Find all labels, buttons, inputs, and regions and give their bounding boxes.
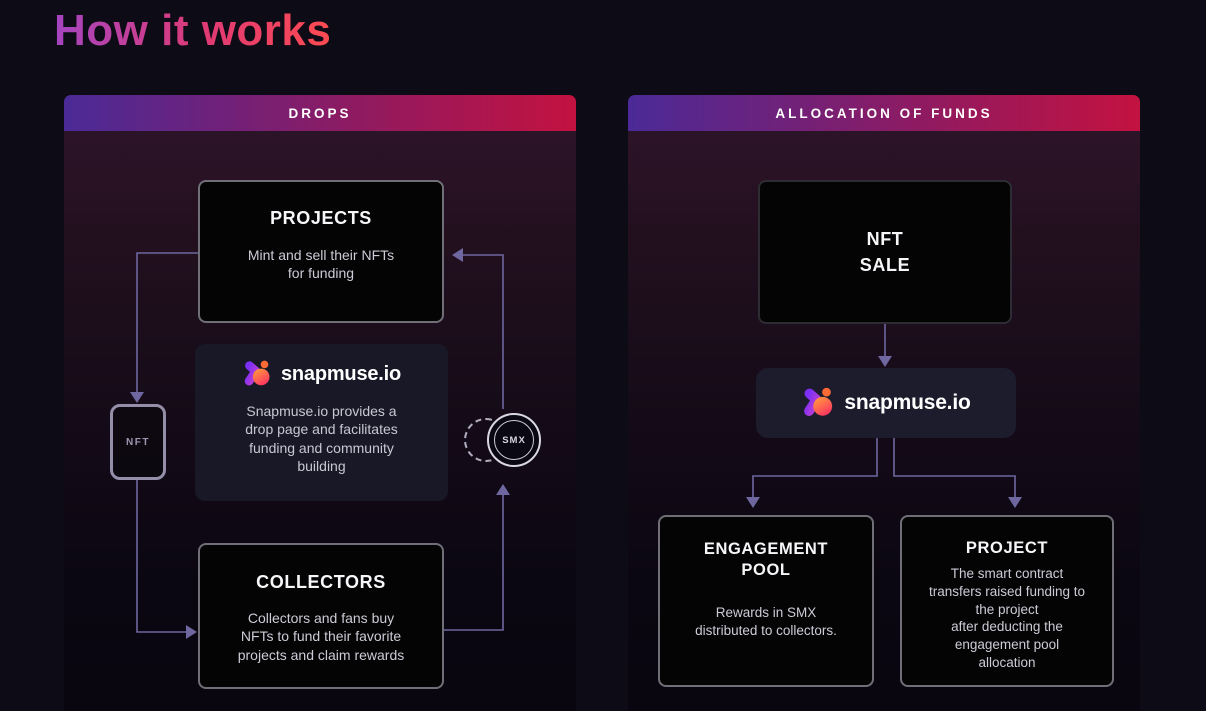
smx-coin-label: SMX: [502, 434, 526, 446]
collectors-title: COLLECTORS: [256, 572, 386, 592]
smx-coin-icon: SMX: [487, 413, 541, 467]
snapmuse-description: Snapmuse.io provides a drop page and fac…: [245, 403, 398, 475]
collectors-node: COLLECTORS Collectors and fans buy NFTs …: [198, 543, 444, 689]
snapmuse-logo-icon: [804, 387, 833, 416]
engagement-pool-node: ENGAGEMENT POOL Rewards in SMX distribut…: [658, 515, 874, 687]
nft-card-label: NFT: [126, 436, 150, 448]
drops-header-label: DROPS: [288, 105, 352, 121]
nft-sale-title: NFT SALE: [859, 228, 911, 275]
page-title: How it works: [54, 6, 332, 55]
engagement-pool-description: Rewards in SMX distributed to collectors…: [695, 604, 837, 638]
project-title: PROJECT: [965, 539, 1049, 557]
allocation-header-label: ALLOCATION OF FUNDS: [775, 105, 993, 121]
projects-title: PROJECTS: [270, 208, 372, 228]
snapmuse-node-drops: snapmuse.io Snapmuse.io provides a drop …: [195, 344, 448, 501]
projects-node: PROJECTS Mint and sell their NFTs for fu…: [198, 180, 444, 323]
snapmuse-brand-row: snapmuse.io: [195, 359, 448, 389]
smx-coin-inner-ring: SMX: [494, 420, 534, 460]
engagement-pool-title: ENGAGEMENT POOL: [703, 540, 829, 580]
nft-card-icon: NFT: [110, 404, 166, 480]
snapmuse-brand-text: snapmuse.io: [280, 362, 402, 385]
nft-sale-node: NFT SALE: [758, 180, 1012, 324]
snapmuse-node-allocation: snapmuse.io: [756, 368, 1016, 438]
snapmuse-brand-row: snapmuse.io: [801, 386, 971, 420]
allocation-panel-header: ALLOCATION OF FUNDS: [628, 95, 1140, 131]
collectors-description: Collectors and fans buy NFTs to fund the…: [237, 610, 405, 663]
snapmuse-logo-icon: [244, 360, 270, 386]
drops-panel-header: DROPS: [64, 95, 576, 131]
project-description: The smart contract transfers raised fund…: [928, 566, 1086, 671]
projects-description: Mint and sell their NFTs for funding: [247, 247, 395, 282]
snapmuse-brand-text: snapmuse.io: [844, 391, 971, 414]
project-node: PROJECT The smart contract transfers rai…: [900, 515, 1114, 687]
